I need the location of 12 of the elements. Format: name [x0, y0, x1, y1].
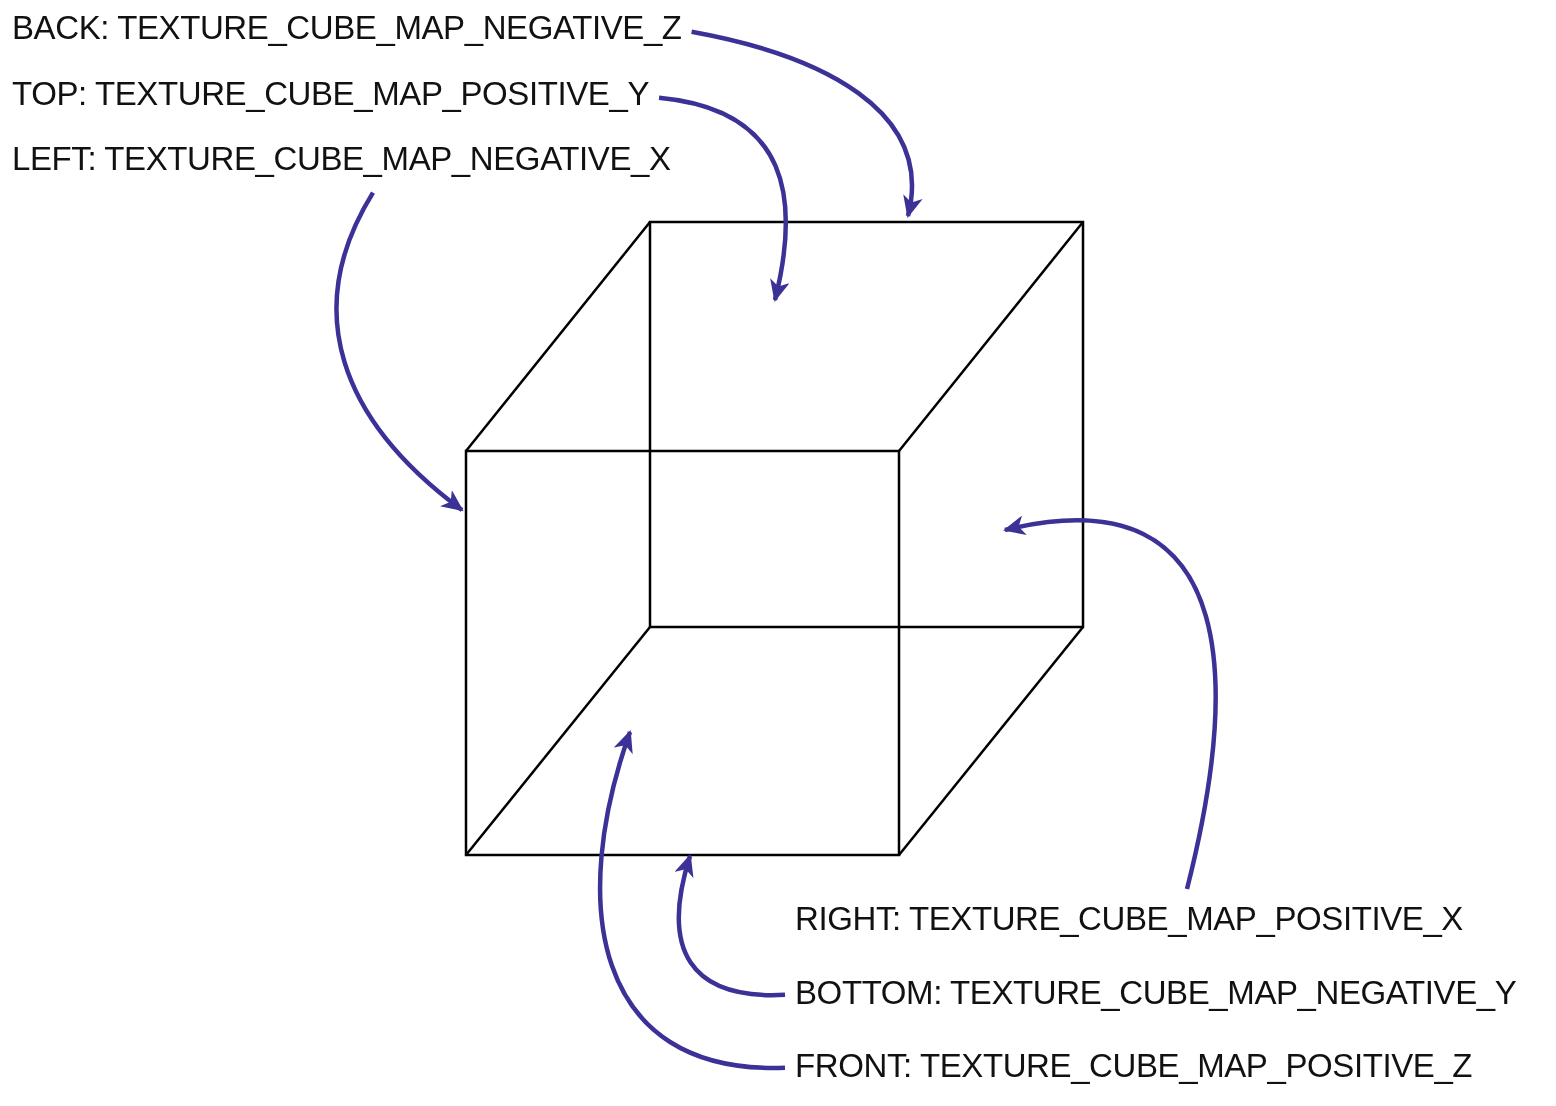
leader-arrow — [658, 95, 790, 302]
face-label: BOTTOM: TEXTURE_CUBE_MAP_NEGATIVE_Y — [795, 973, 1517, 1013]
face-label: BACK: TEXTURE_CUBE_MAP_NEGATIVE_Z — [12, 8, 682, 48]
leader-arrow — [675, 854, 785, 998]
leader-arrow — [334, 191, 464, 512]
leader-arrow — [598, 730, 786, 1071]
face-label: LEFT: TEXTURE_CUBE_MAP_NEGATIVE_X — [12, 139, 671, 179]
face-label: RIGHT: TEXTURE_CUBE_MAP_POSITIVE_X — [795, 899, 1463, 939]
leader-arrow — [1003, 516, 1218, 890]
leader-arrow — [691, 29, 921, 218]
face-label: FRONT: TEXTURE_CUBE_MAP_POSITIVE_Z — [795, 1046, 1473, 1086]
face-label: TOP: TEXTURE_CUBE_MAP_POSITIVE_Y — [12, 74, 650, 114]
